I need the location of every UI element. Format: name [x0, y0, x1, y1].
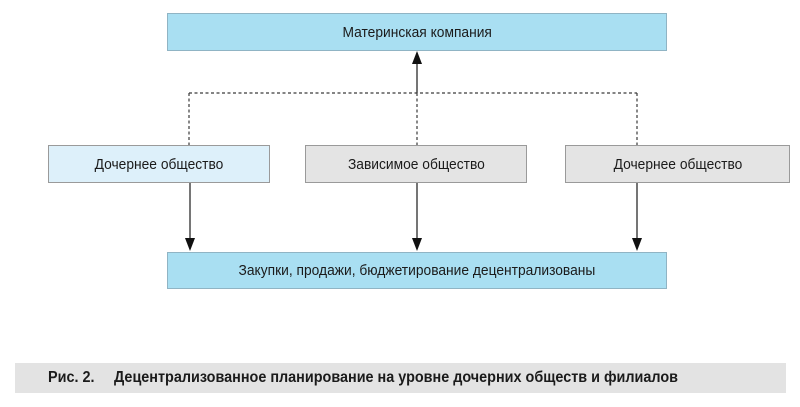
- parent-company-box: Материнская компания: [167, 13, 667, 51]
- subsidiary-left-label: Дочернее общество: [94, 155, 224, 173]
- decentralized-functions-box: Закупки, продажи, бюджетирование децентр…: [167, 252, 667, 289]
- subsidiary-right-label: Дочернее общество: [613, 155, 742, 173]
- arrow-down-right-head-icon: [632, 238, 642, 251]
- subsidiary-left-box: Дочернее общество: [48, 145, 270, 183]
- parent-company-label: Материнская компания: [342, 23, 492, 41]
- decentralized-functions-label: Закупки, продажи, бюджетирование децентр…: [238, 262, 596, 279]
- dependent-company-label: Зависимое общество: [347, 155, 485, 173]
- arrow-up-head-icon: [412, 51, 422, 64]
- dependent-company-box: Зависимое общество: [305, 145, 527, 183]
- figure-number: Рис. 2.: [48, 369, 95, 386]
- subsidiary-right-box: Дочернее общество: [565, 145, 790, 183]
- arrow-down-center-head-icon: [412, 238, 422, 251]
- figure-caption: Рис. 2. Децентрализованное планирование …: [15, 363, 786, 393]
- figure-caption-text: Децентрализованное планирование на уровн…: [113, 369, 678, 386]
- arrow-down-left-head-icon: [185, 238, 195, 251]
